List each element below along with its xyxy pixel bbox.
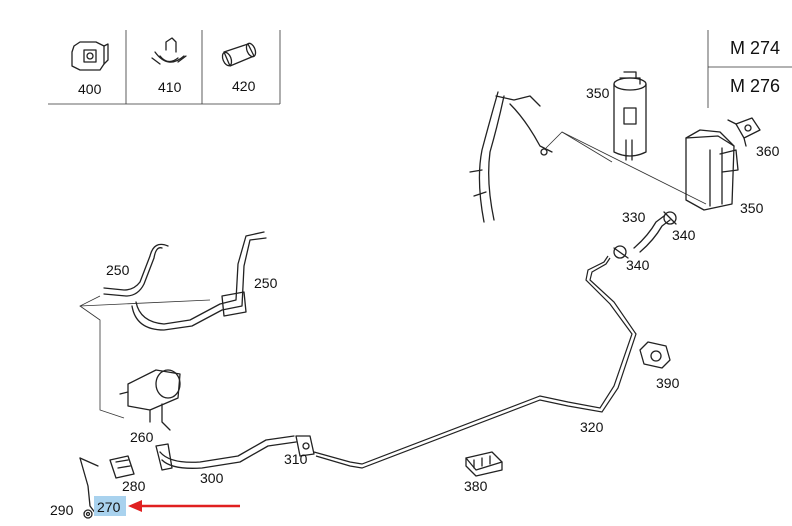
part-label-400[interactable]: 400 [78, 81, 102, 97]
callout-250-right[interactable]: 250 [254, 275, 278, 291]
callout-350-lower[interactable]: 350 [740, 200, 764, 216]
part-label-410[interactable]: 410 [158, 79, 182, 95]
valve-360 [727, 117, 761, 147]
callout-390[interactable]: 390 [656, 375, 680, 391]
callout-labels: 350 360 350 330 340 340 250 250 390 260 … [50, 85, 780, 518]
bracket-clip-icon [71, 41, 109, 71]
callout-340-lower[interactable]: 340 [626, 257, 650, 273]
callout-360[interactable]: 360 [756, 143, 780, 159]
charcoal-canister-large [685, 129, 739, 211]
clip-380 [465, 451, 503, 477]
part-label-420[interactable]: 420 [232, 78, 256, 94]
callout-290[interactable]: 290 [50, 502, 74, 518]
hose-clamp-icon [151, 37, 187, 65]
leader-lines [79, 131, 707, 419]
bracket-390 [639, 341, 671, 369]
clamp-340-lower [613, 245, 629, 259]
engine-row-m276: M 276 [730, 76, 780, 96]
charcoal-canister-small [613, 71, 647, 161]
callout-300[interactable]: 300 [200, 470, 224, 486]
hose-250 [103, 231, 267, 331]
valve-260 [119, 369, 181, 431]
callout-330[interactable]: 330 [622, 209, 646, 225]
parts-table: 400 410 420 [48, 30, 281, 105]
hose-330 [633, 215, 671, 253]
engine-row-m274: M 274 [730, 38, 780, 58]
callout-270-highlighted[interactable]: 270 [97, 499, 121, 515]
vent-line-320 [313, 255, 637, 469]
wiring-harness [469, 91, 553, 223]
callout-280[interactable]: 280 [122, 478, 146, 494]
hose-300 [155, 435, 297, 471]
pointer-arrow [128, 500, 240, 512]
callout-380[interactable]: 380 [464, 478, 488, 494]
callout-340-upper[interactable]: 340 [672, 227, 696, 243]
callout-310[interactable]: 310 [284, 451, 308, 467]
callout-260[interactable]: 260 [130, 429, 154, 445]
screw-290 [83, 509, 93, 519]
engine-variant-table: M 274 M 276 [707, 30, 792, 108]
highlight-box-270 [94, 496, 126, 516]
bracket-280 [109, 455, 135, 479]
connector-310 [295, 435, 315, 457]
callout-320[interactable]: 320 [580, 419, 604, 435]
hose-sleeve-icon [221, 42, 257, 67]
callout-350-upper[interactable]: 350 [586, 85, 610, 101]
clamp-340-upper [663, 211, 677, 225]
callout-250-left[interactable]: 250 [106, 262, 130, 278]
